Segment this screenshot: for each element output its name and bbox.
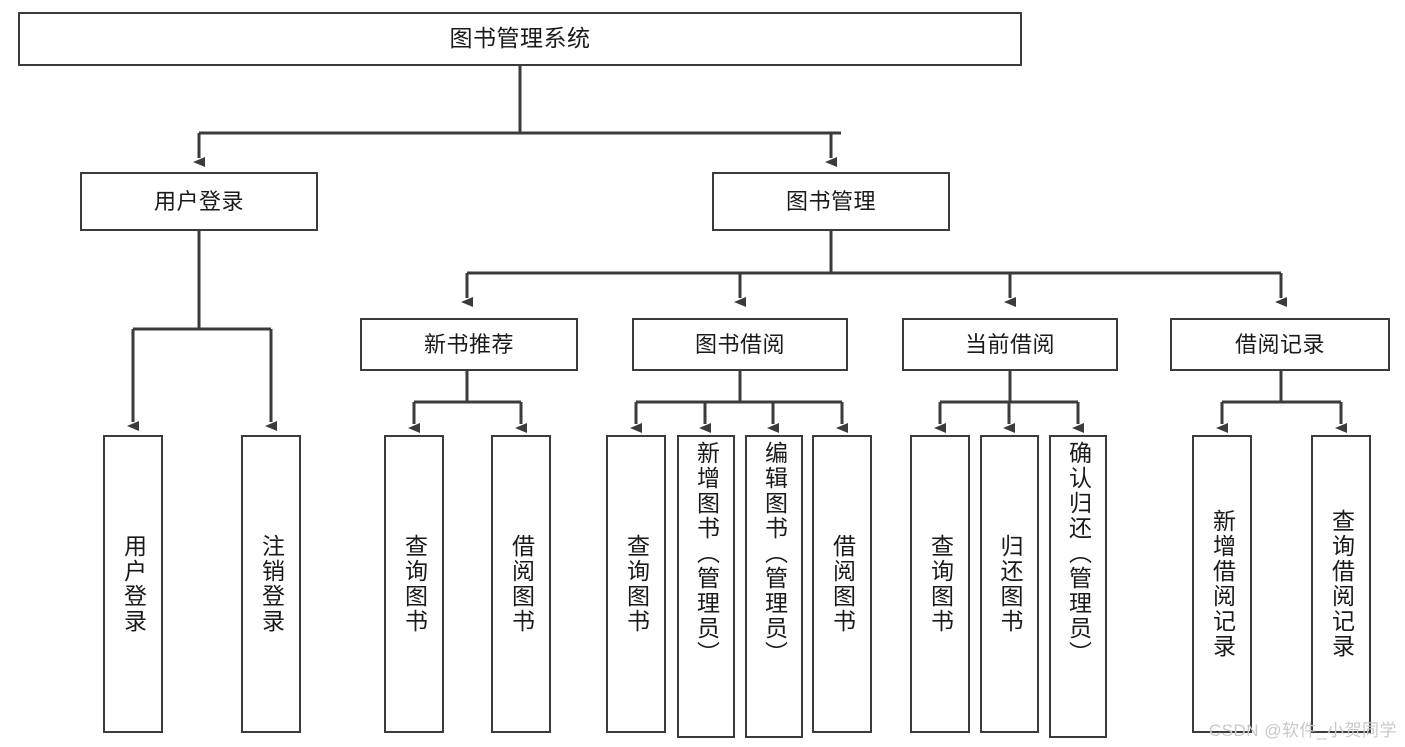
node-leaf-confirm-return-label: 确认归还（管理员） <box>1065 441 1092 666</box>
node-user-login[interactable]: 用户登录 <box>80 172 318 231</box>
node-book-borrow[interactable]: 图书借阅 <box>632 318 848 371</box>
node-leaf-query-book-2-label: 查询图书 <box>623 534 650 634</box>
node-new-book-rec[interactable]: 新书推荐 <box>360 318 578 371</box>
node-current-borrow-label: 当前借阅 <box>964 331 1055 357</box>
node-leaf-query-book-2[interactable]: 查询图书 <box>606 435 666 733</box>
node-leaf-add-record-label: 新增借阅记录 <box>1209 509 1236 659</box>
node-root[interactable]: 图书管理系统 <box>18 12 1022 66</box>
node-new-book-rec-label: 新书推荐 <box>423 331 514 357</box>
node-borrow-record-label: 借阅记录 <box>1234 331 1325 357</box>
node-leaf-return-book-label: 归还图书 <box>997 534 1023 634</box>
node-leaf-borrow-book-2-label: 借阅图书 <box>829 534 856 634</box>
node-leaf-query-book-3[interactable]: 查询图书 <box>910 435 970 733</box>
node-leaf-query-book-1[interactable]: 查询图书 <box>384 435 444 733</box>
node-user-login-label: 用户登录 <box>153 188 244 214</box>
node-book-manage-label: 图书管理 <box>785 188 876 214</box>
node-leaf-query-book-3-label: 查询图书 <box>927 534 954 634</box>
node-leaf-borrow-book-2[interactable]: 借阅图书 <box>812 435 872 733</box>
node-book-manage[interactable]: 图书管理 <box>712 172 950 231</box>
node-current-borrow[interactable]: 当前借阅 <box>902 318 1118 371</box>
node-leaf-user-login[interactable]: 用户登录 <box>103 435 163 733</box>
node-leaf-edit-book[interactable]: 编辑图书（管理员） <box>745 435 803 738</box>
node-leaf-logout[interactable]: 注销登录 <box>241 435 301 733</box>
node-leaf-borrow-book-1[interactable]: 借阅图书 <box>491 435 551 733</box>
node-book-borrow-label: 图书借阅 <box>694 331 785 357</box>
node-leaf-query-record[interactable]: 查询借阅记录 <box>1311 435 1371 733</box>
node-leaf-add-record[interactable]: 新增借阅记录 <box>1192 435 1252 733</box>
node-leaf-return-book[interactable]: 归还图书 <box>980 435 1039 733</box>
node-leaf-query-record-label: 查询借阅记录 <box>1328 509 1355 659</box>
node-leaf-confirm-return[interactable]: 确认归还（管理员） <box>1049 435 1107 738</box>
node-leaf-borrow-book-1-label: 借阅图书 <box>508 534 535 634</box>
node-borrow-record[interactable]: 借阅记录 <box>1170 318 1390 371</box>
node-root-label: 图书管理系统 <box>449 25 591 52</box>
node-leaf-add-book[interactable]: 新增图书（管理员） <box>677 435 735 738</box>
node-leaf-query-book-1-label: 查询图书 <box>401 534 428 634</box>
node-leaf-edit-book-label: 编辑图书（管理员） <box>761 441 788 666</box>
node-leaf-logout-label: 注销登录 <box>258 534 285 634</box>
watermark-text: CSDN @软件_小贺同学 <box>1208 721 1397 740</box>
node-leaf-user-login-label: 用户登录 <box>120 534 147 634</box>
node-leaf-add-book-label: 新增图书（管理员） <box>693 441 720 666</box>
